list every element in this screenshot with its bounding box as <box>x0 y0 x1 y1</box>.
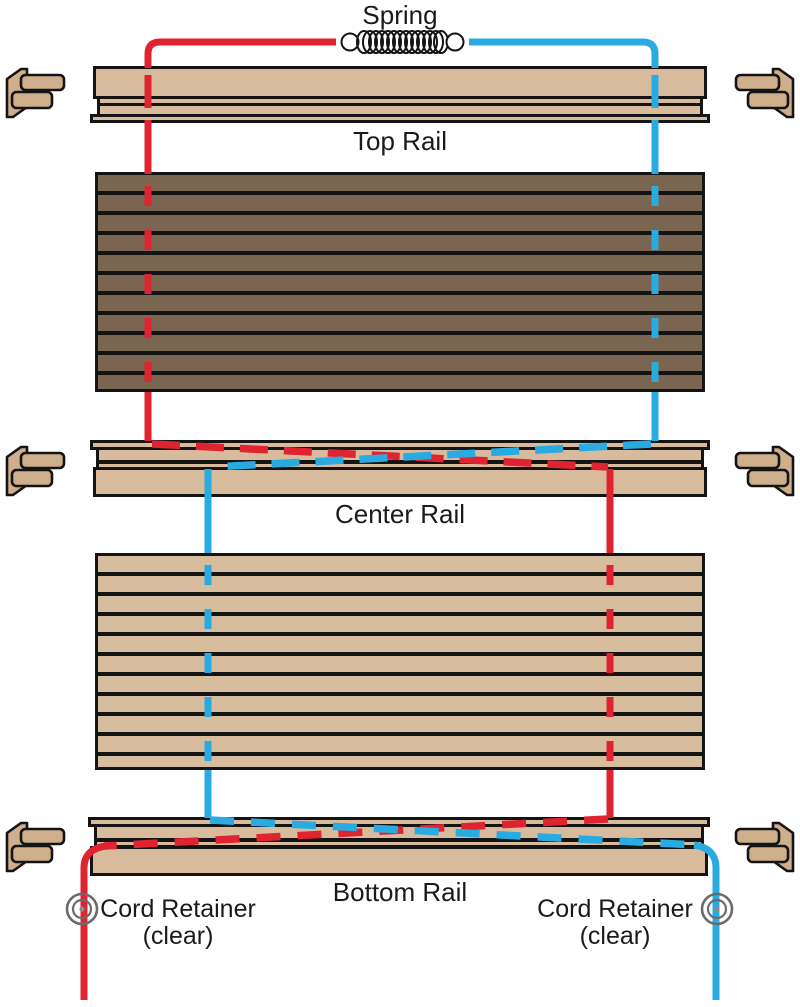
top-rail-label: Top Rail <box>353 126 447 156</box>
cord-retainer-left-line1: Cord Retainer <box>100 895 256 923</box>
lower-pleated-shade <box>95 553 705 770</box>
center-rail-label: Center Rail <box>334 499 466 529</box>
mount-bracket-icon <box>5 821 66 873</box>
spring-icon <box>340 30 465 54</box>
red-cord-top-run <box>144 38 336 68</box>
bottom-rail-label: Bottom Rail <box>332 877 468 907</box>
mount-bracket-icon <box>734 67 795 119</box>
upper-pleated-shade <box>95 172 705 392</box>
cord-retainer-left-line2: (clear) <box>142 922 214 950</box>
mount-bracket-icon <box>734 445 795 497</box>
bottom-rail-body <box>90 846 708 876</box>
cord-retainer-right-line1: Cord Retainer <box>537 895 693 923</box>
cord-retainer-right-label: Cord Retainer (clear) <box>535 896 695 950</box>
center-rail-body <box>93 467 707 497</box>
mount-bracket-icon <box>734 821 795 873</box>
mount-bracket-icon <box>5 445 66 497</box>
cord-retainer-icon <box>65 892 99 926</box>
cord-retainer-left-label: Cord Retainer (clear) <box>98 896 258 950</box>
spring-label: Spring <box>362 0 438 30</box>
cord-retainer-right-line2: (clear) <box>579 922 651 950</box>
blue-cord-top-run <box>469 38 659 68</box>
mount-bracket-icon <box>5 67 66 119</box>
top-rail-bottom-lip <box>90 114 710 123</box>
cord-retainer-icon <box>700 892 734 926</box>
top-rail-body <box>93 66 707 99</box>
